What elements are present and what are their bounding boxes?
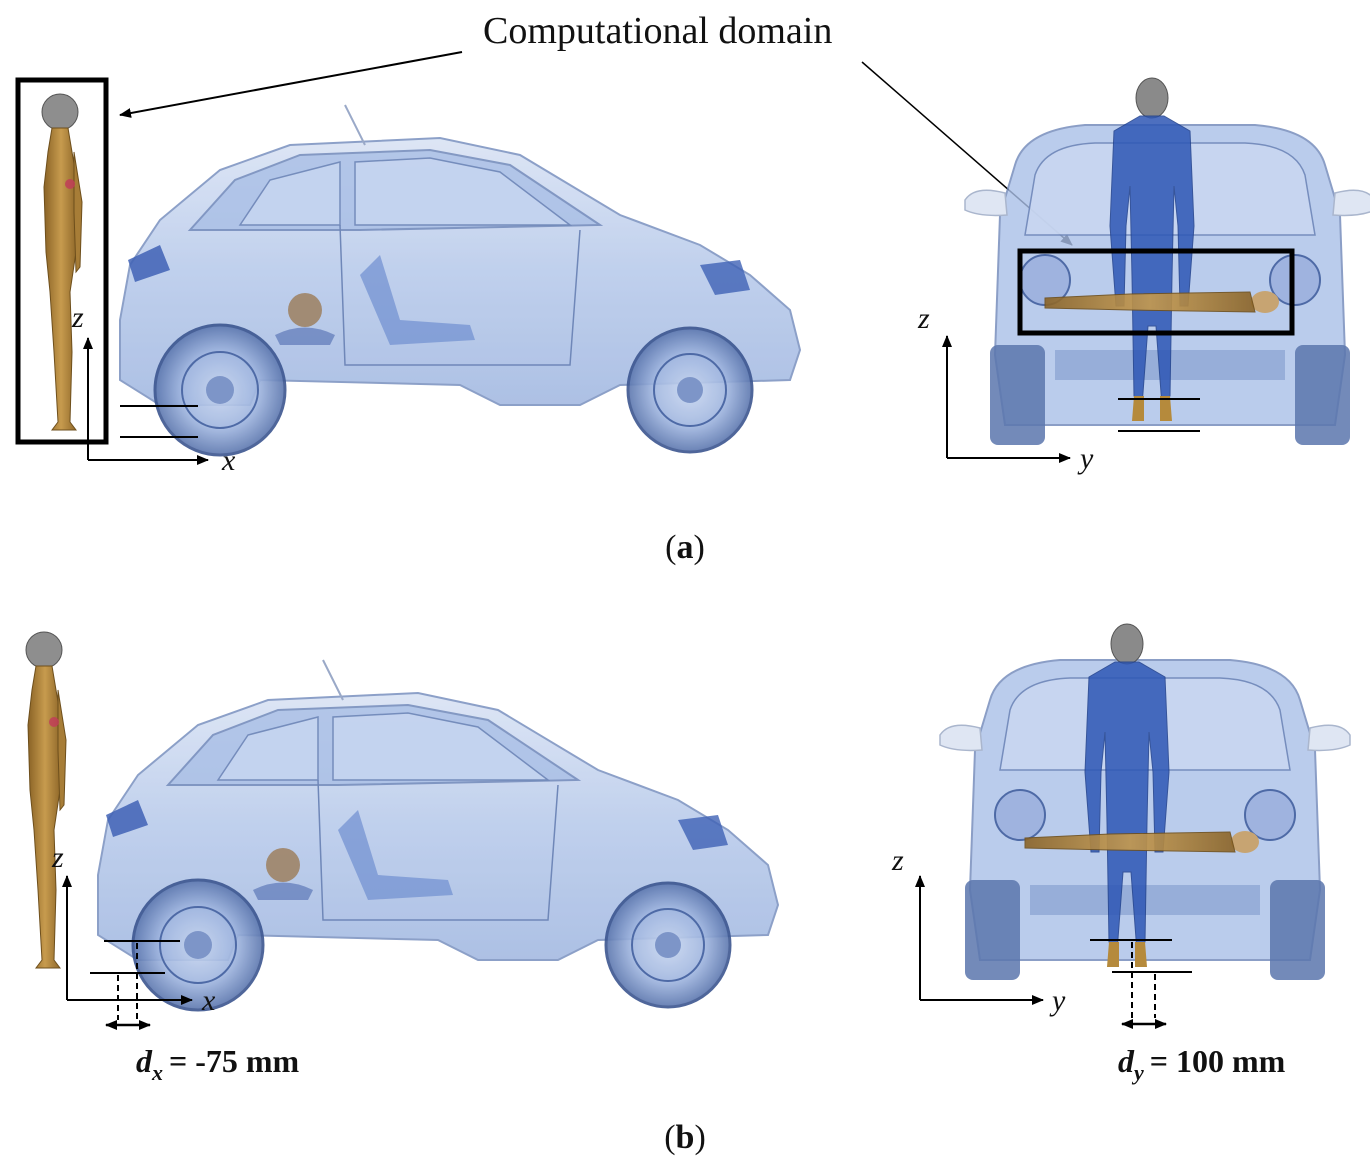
annotation-arrow-left [119, 51, 463, 118]
computational-domain-box-side [15, 77, 109, 445]
human-phantom-standing-a [41, 93, 83, 431]
axes-xz-b: z x [51, 841, 216, 1017]
axes-yz-a: z y [917, 302, 1094, 475]
human-phantom-standing-b [25, 631, 67, 969]
axis-label-y-b: y [1049, 984, 1066, 1017]
axis-label-x-a: x [221, 444, 236, 477]
axis-label-z-front-b: z [891, 844, 904, 877]
computational-domain-label: Computational domain [483, 10, 832, 52]
axis-label-z-front-a: z [917, 302, 930, 335]
car-side-view-b [96, 658, 780, 1012]
offset-label-x: dx= -75 mm [136, 1043, 300, 1085]
axis-label-y-a: y [1077, 442, 1094, 475]
axis-label-z-b: z [51, 841, 64, 874]
axes-xz-a: z x [71, 301, 236, 477]
computational-domain-box-front [1017, 248, 1295, 336]
panel-b: z x dx= -75 mm z y [25, 623, 1351, 1156]
axes-yz-b: z y [891, 844, 1066, 1017]
panel-a: z x Computational domain z y [15, 10, 1370, 566]
car-side-view-a [118, 103, 802, 457]
panel-label-a: (a) [665, 529, 705, 566]
axis-label-z-a: z [71, 301, 84, 334]
offset-label-y: dy= 100 mm [1118, 1043, 1286, 1085]
axis-label-x-b: x [201, 984, 216, 1017]
panel-label-b: (b) [664, 1119, 706, 1156]
